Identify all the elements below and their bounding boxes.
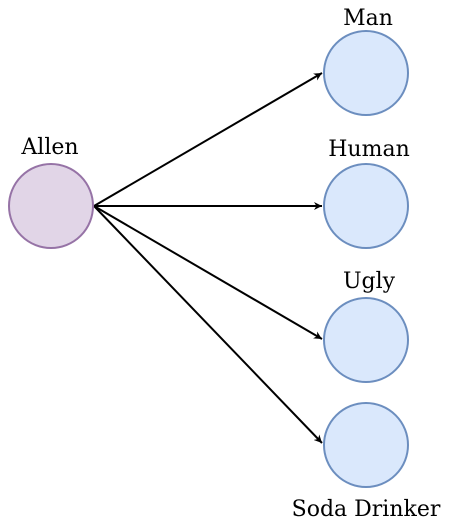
node-soda-drinker-label: Soda Drinker	[292, 497, 441, 522]
node-man[interactable]	[323, 30, 409, 116]
edge-allen-to-ugly	[93, 205, 323, 340]
node-human[interactable]	[323, 163, 409, 249]
node-soda-drinker[interactable]	[323, 402, 409, 488]
edge-allen-to-man	[93, 72, 323, 207]
node-man-label: Man	[343, 6, 393, 31]
node-human-label: Human	[328, 137, 410, 162]
node-allen-label: Allen	[20, 135, 78, 160]
node-ugly[interactable]	[323, 297, 409, 383]
node-allen[interactable]	[8, 163, 94, 249]
node-ugly-label: Ugly	[343, 269, 396, 294]
edge-allen-to-soda-drinker	[93, 205, 323, 444]
